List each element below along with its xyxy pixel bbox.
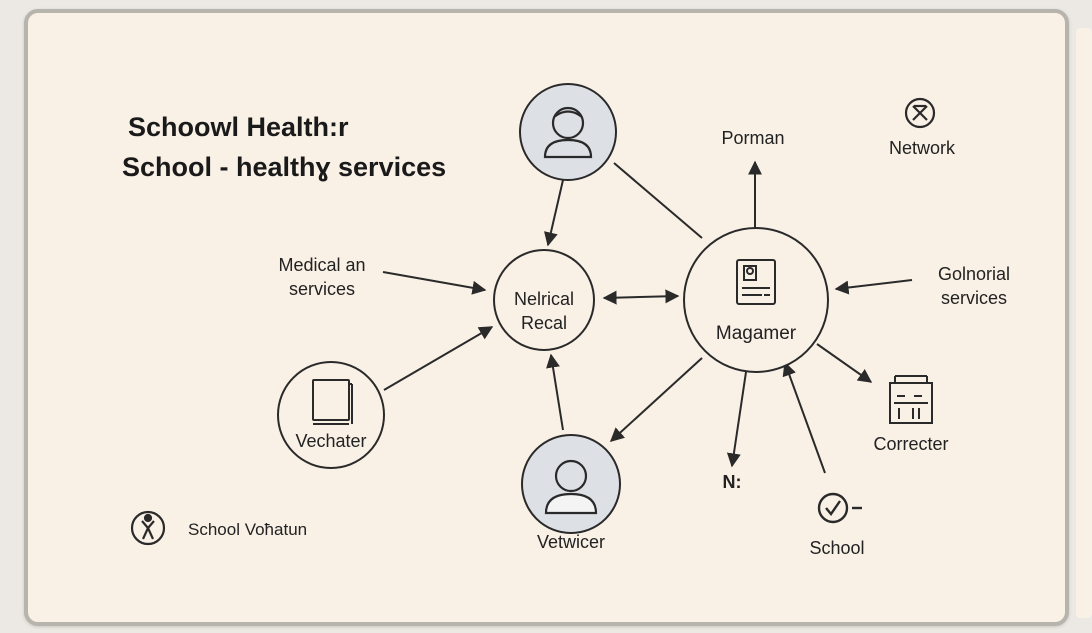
page-title-line1: Schoowl Health:r — [128, 112, 349, 142]
medical-hub-label: Nelrical Recal — [494, 287, 594, 335]
vetwicer-label: Vetwicer — [536, 532, 606, 552]
medical-hub-line2: Recal — [520, 313, 568, 333]
node-vechater — [277, 361, 385, 469]
vechater-label: Vechater — [295, 431, 367, 451]
person-icon — [544, 459, 598, 515]
book-icon — [312, 379, 353, 425]
checkmark-circle-icon — [817, 492, 862, 524]
node-top-person — [519, 83, 617, 181]
medical-services-label: Medical an services — [262, 253, 382, 301]
school-vonatun-label: School Voħatun — [188, 520, 308, 539]
porman-label: Porman — [721, 128, 785, 148]
edge-school-to-manager — [782, 361, 826, 474]
diagram-edges — [382, 160, 913, 474]
network-label: Network — [888, 138, 955, 158]
nz-label: N: — [722, 472, 742, 492]
manager-hub-label: Magamer — [715, 323, 797, 344]
edge-manager-to-vetwicer — [609, 357, 703, 442]
node-vetwicer — [521, 434, 621, 534]
person-icon — [543, 106, 593, 159]
correcter-label: Correcter — [873, 434, 949, 454]
page-title-line2: School - healthɣ services — [122, 152, 447, 182]
node-manager-hub — [683, 227, 829, 373]
edge-top-person-to-medical — [544, 179, 564, 247]
colonial-services-label: Golnorial services — [914, 262, 1034, 310]
person-circle-icon — [130, 510, 166, 546]
edge-medical-manager — [602, 289, 680, 305]
card-edge — [1076, 28, 1092, 618]
edge-vechater-to-medical — [383, 326, 494, 391]
edge-manager-to-correcter — [816, 343, 873, 383]
colonial-services-line2: services — [940, 288, 1007, 308]
building-icon — [889, 375, 933, 424]
edge-vetwicer-to-medical — [546, 353, 564, 431]
colonial-services-line1: Golnorial — [937, 264, 1011, 284]
id-card-icon — [736, 259, 776, 305]
medical-services-line2: services — [288, 279, 355, 299]
medical-hub-line1: Nelrical — [513, 289, 574, 309]
network-x-icon — [904, 97, 936, 129]
school-label: School — [809, 538, 865, 558]
medical-services-line1: Medical an — [278, 255, 366, 275]
edge-medical-label-to-medical — [382, 271, 487, 295]
edge-colonial-to-manager — [834, 279, 913, 295]
edge-manager-to-nz — [726, 371, 747, 468]
node-medical-hub — [493, 249, 595, 351]
edge-top-person-to-manager — [613, 162, 703, 239]
